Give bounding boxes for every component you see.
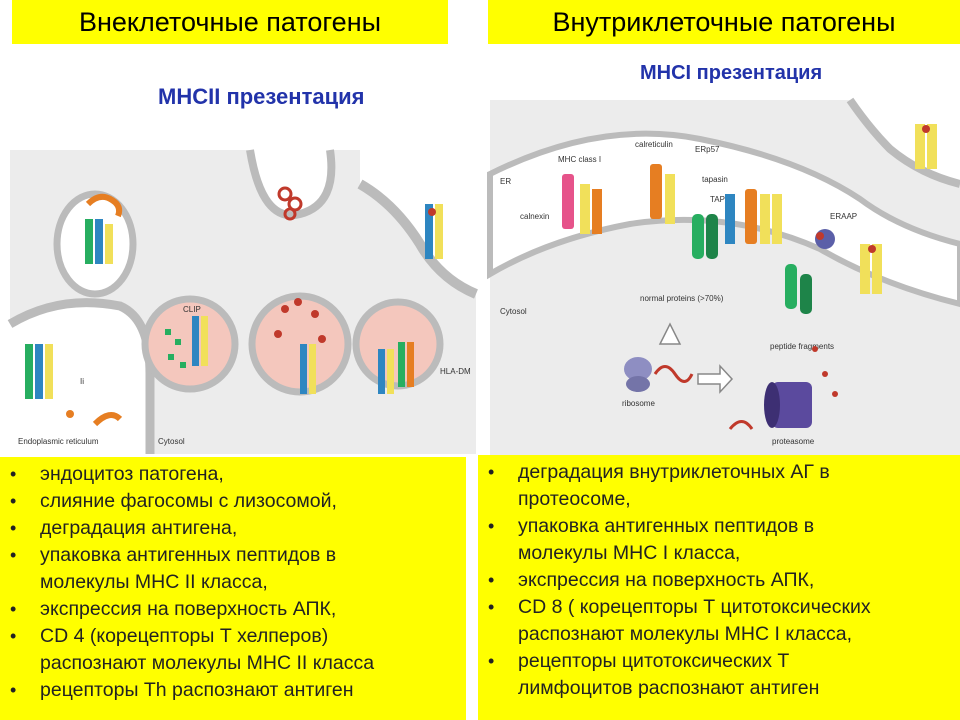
list-item: упаковка антигенных пептидов в: [484, 513, 952, 540]
degraded-protein-icon: [728, 420, 754, 430]
invariant-chain-icon: [85, 193, 123, 218]
list-item: экспрессия на поверхность АПК,: [484, 567, 952, 594]
proteasome-icon: [764, 382, 812, 428]
mhc2-alpha-icon: [85, 219, 93, 264]
mhc2-steps-box: эндоцитоз патогена, слияние фагосомы с л…: [0, 457, 466, 720]
normal-proteins-label: normal proteins (>70%): [640, 294, 724, 303]
title-extracellular: Внеклеточные патогены: [12, 0, 448, 44]
mhc2-steps-list: эндоцитоз патогена, слияние фагосомы с л…: [6, 461, 458, 704]
eraap-label: ERAAP: [830, 212, 857, 221]
mhc1-diagram: MHCI презентация ER MHC class I calretic…: [480, 44, 960, 455]
er-fragment-icon: [66, 410, 74, 418]
mhc2-peptide-icon: [300, 344, 307, 394]
surface-mhc1-icon: [860, 244, 882, 294]
pathogen-icon: [277, 186, 303, 221]
mhc2-heading: MHCII презентация: [158, 84, 364, 109]
calnexin-label: calnexin: [520, 212, 549, 221]
hla-dm-label: HLA-DM: [440, 367, 471, 376]
surface-mhc1-exported-icon: [915, 124, 937, 169]
mhc1-steps-list: деградация внутриклеточных АГ в протеосо…: [484, 459, 952, 702]
mhc-class-label: MHC class I: [558, 155, 601, 164]
nascent-protein-icon: [653, 365, 694, 383]
list-item-continuation: лимфоцитов распознают антиген: [518, 677, 820, 699]
list-item-continuation: протеосоме,: [518, 488, 631, 510]
erp57-label: ERp57: [695, 145, 720, 154]
er-mhc2-yellow-icon: [45, 344, 53, 399]
list-item: экспрессия на поверхность АПК,: [6, 596, 458, 623]
surface-mhc2-icon: [425, 204, 433, 259]
tap-label: TAP: [710, 195, 725, 204]
ribosome-label: ribosome: [622, 399, 655, 408]
er-mhc2-blue-icon: [35, 344, 43, 399]
surface-mhc2-yellow-icon: [435, 204, 443, 259]
list-item-continuation: распознают молекулы МНС I класса,: [518, 623, 853, 645]
cytosol-label: Cytosol: [158, 437, 185, 446]
mhc2-in-vesicle-icon: [192, 316, 199, 366]
ii-label: Ii: [80, 377, 84, 386]
list-item: CD 4 (корецепторы Т хелперов): [6, 623, 458, 650]
mhc2-in-vesicle-yellow-icon: [201, 316, 208, 366]
mhc1-loaded-icon: [745, 189, 782, 244]
up-arrow-icon: [658, 322, 682, 345]
mhc1-complex-icon: [580, 184, 602, 234]
list-item-continuation: молекулы МНС II класса,: [40, 571, 268, 593]
mhc2-beta-icon: [95, 219, 103, 264]
er-label: Endoplasmic reticulum: [18, 437, 99, 446]
endocytic-pocket: [246, 149, 336, 220]
er-label-right: ER: [500, 177, 511, 186]
clip-vesicle: [141, 295, 239, 393]
mhc2-loading-icon: [378, 342, 414, 394]
list-item-continuation: распознают молекулы МНС II класса: [40, 652, 375, 674]
list-item: рецепторы цитотоксических Т: [484, 648, 952, 675]
eraap-icon: [815, 229, 835, 249]
surface-peptide-icon: [428, 208, 436, 216]
tap-transporter-icon: [692, 214, 718, 259]
tapasin-label: tapasin: [702, 175, 728, 184]
mhc1-steps-box: деградация внутриклеточных АГ в протеосо…: [478, 455, 960, 720]
title-intracellular: Внутриклеточные патогены: [488, 0, 960, 44]
mhc1-heading: MHCI презентация: [640, 62, 822, 84]
ribosome-icon: [624, 357, 652, 392]
tapasin-icon: [725, 194, 735, 244]
clip-label: CLIP: [183, 305, 201, 314]
list-item: слияние фагосомы с лизосомой,: [6, 488, 458, 515]
right-arrow-icon: [697, 364, 734, 394]
plasma-membrane: [357, 179, 479, 299]
peptide-fragments-label: peptide fragments: [770, 342, 834, 351]
er-mhc2-icon: [25, 344, 33, 399]
mhc1-plasma-membrane: [846, 97, 960, 188]
proteasome-label: proteasome: [772, 437, 815, 446]
calnexin-icon: [562, 174, 574, 229]
list-item: CD 8 ( корецепторы Т цитотоксических: [484, 594, 952, 621]
mhc2-peptide-yellow-icon: [309, 344, 316, 394]
cytosol-label-right: Cytosol: [500, 307, 527, 316]
peptide-fragments-icon: [812, 346, 838, 397]
list-item-continuation: молекулы МНС I класса,: [518, 542, 741, 564]
list-item: рецепторы Th распознают антиген: [6, 677, 458, 704]
mhc2-diagram: MHCII презентация CLIP: [0, 44, 480, 457]
tap-green-icon: [785, 264, 812, 314]
extracellular-space: [360, 150, 476, 294]
list-item: эндоцитоз патогена,: [6, 461, 458, 488]
calreticulin-label: calreticulin: [635, 140, 673, 149]
free-invariant-chain-icon: [92, 412, 123, 427]
mhc2-chain-icon: [105, 224, 113, 264]
antigen-fragments-icon: [274, 298, 326, 343]
clip-fragments-icon: [165, 329, 186, 368]
list-item: деградация внутриклеточных АГ в: [484, 459, 952, 486]
list-item: деградация антигена,: [6, 515, 458, 542]
calreticulin-icon: [650, 164, 675, 224]
list-item: упаковка антигенных пептидов в: [6, 542, 458, 569]
